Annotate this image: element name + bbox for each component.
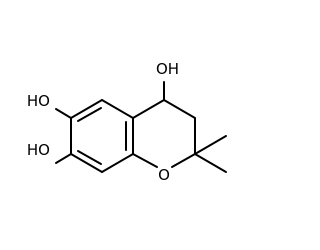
bond-c2-o1 <box>171 153 196 168</box>
label-oh-left-lower: HO <box>27 141 50 159</box>
pyran-ring <box>132 99 196 168</box>
bond-c7-oh <box>55 153 72 164</box>
structure-diagram: OH HO HO O <box>27 60 227 184</box>
bond-o1-c8a <box>132 153 158 168</box>
bond-c4a-c5 <box>101 99 134 119</box>
bond-c4-c3 <box>163 99 196 119</box>
substituents <box>55 81 227 173</box>
bond-c4a-c4 <box>132 99 165 119</box>
label-oh-left-upper: HO <box>27 92 50 110</box>
bond-c6-oh <box>55 108 72 119</box>
bond-c8-c8a <box>101 153 134 173</box>
label-oh-top: OH <box>156 60 179 78</box>
label-ring-oxygen: O <box>158 166 170 184</box>
bond-c5-c6 <box>70 99 103 119</box>
bond-c2-methyl-lower <box>194 153 227 173</box>
bond-c2-methyl-upper <box>194 135 227 155</box>
double-bond-c5-c6 <box>77 107 102 122</box>
double-bond-c7-c8 <box>77 150 102 165</box>
benzene-ring <box>70 99 134 173</box>
bond-c7-c8 <box>70 153 103 173</box>
